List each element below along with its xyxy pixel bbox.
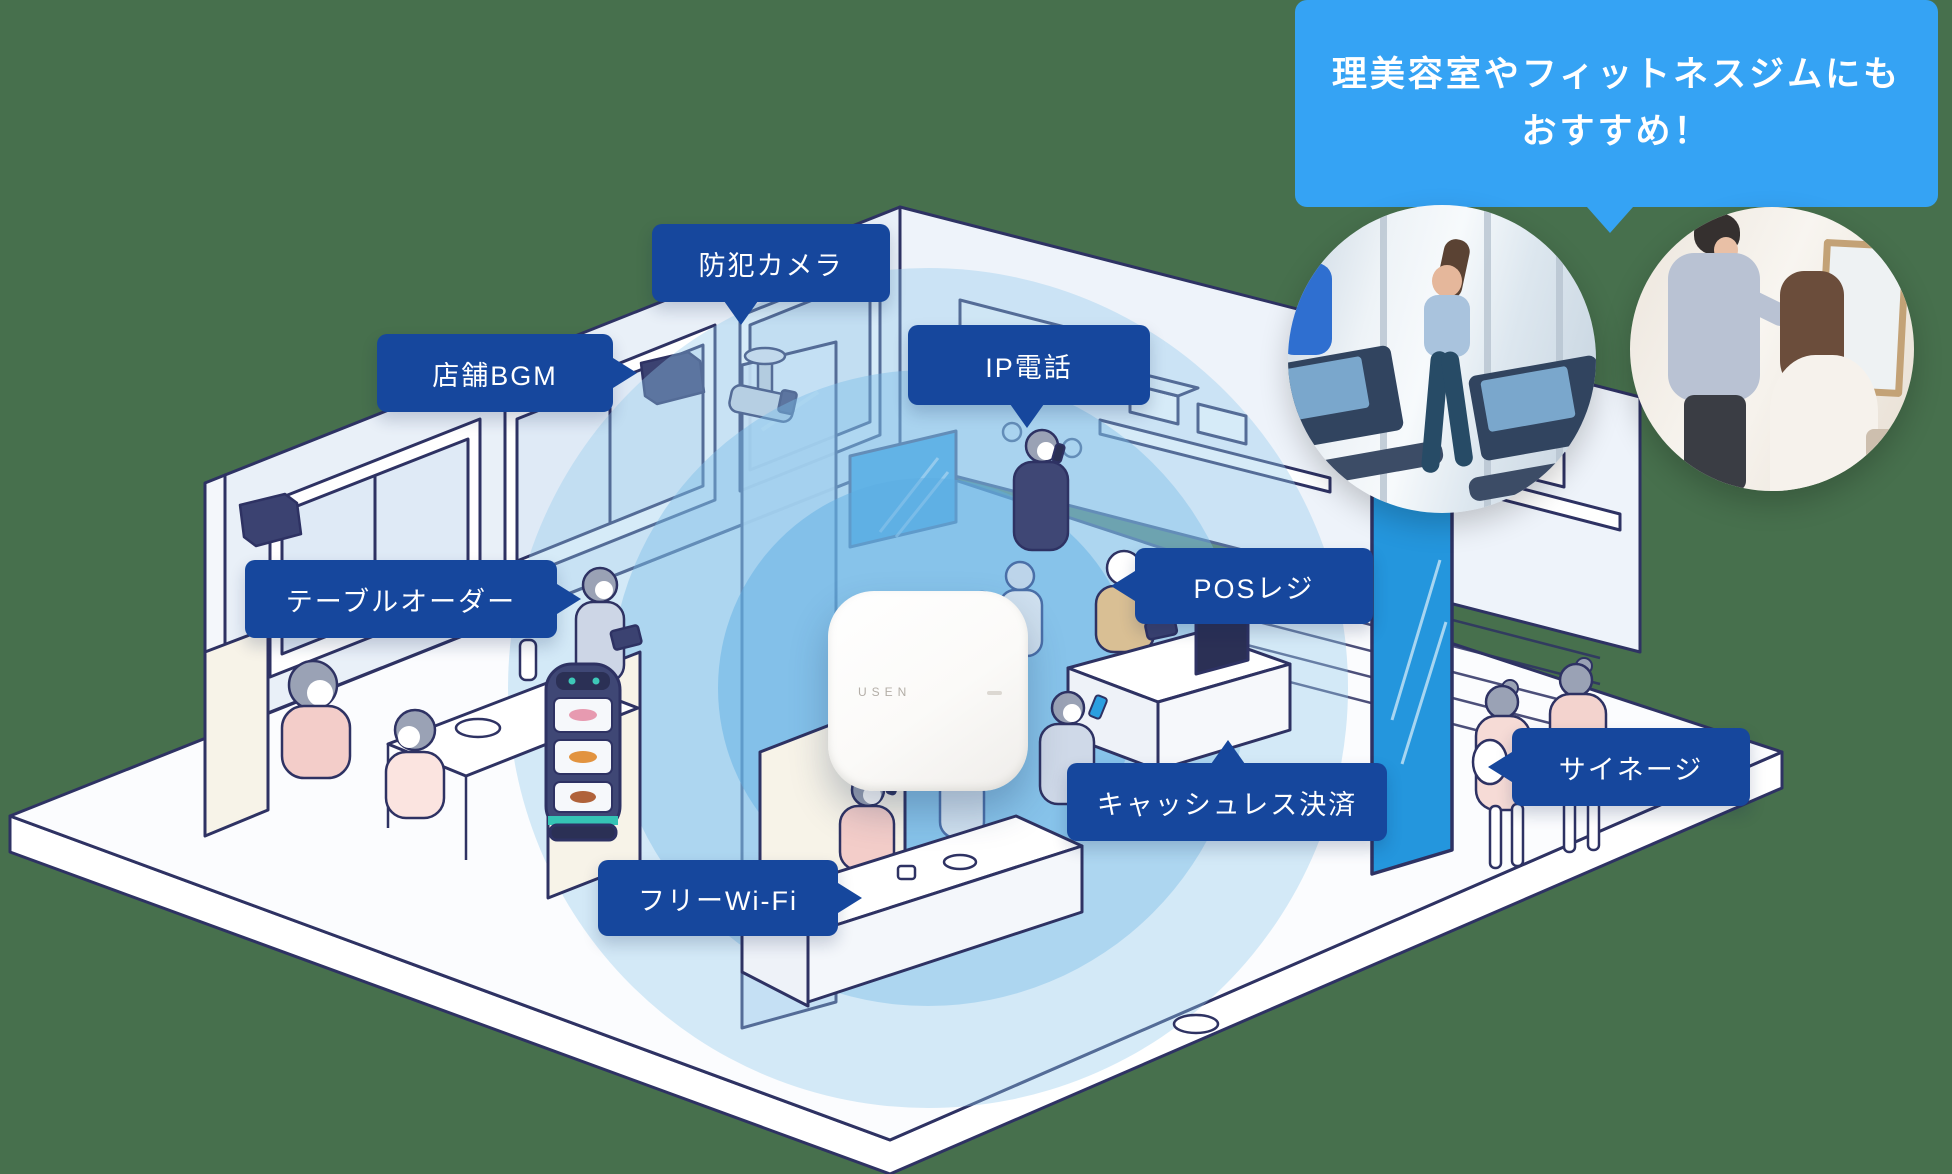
woman-leg bbox=[1440, 350, 1474, 468]
hair-salon-photo bbox=[1630, 207, 1914, 491]
ip-phone-person bbox=[1012, 428, 1070, 552]
label-free-wifi: フリーWi-Fi bbox=[598, 860, 862, 936]
speaker-icon bbox=[639, 350, 706, 406]
salon-chair bbox=[1866, 429, 1914, 491]
woman-top bbox=[1424, 295, 1470, 357]
man-head bbox=[1290, 235, 1320, 265]
recommendation-callout: 理美容室やフィットネスジムにも おすすめ！ bbox=[1295, 0, 1938, 233]
window-frame bbox=[1556, 205, 1563, 513]
tv-screen bbox=[848, 429, 958, 549]
stylist-pants bbox=[1684, 395, 1746, 491]
security-camera bbox=[728, 346, 798, 423]
client-cape bbox=[1770, 355, 1878, 491]
serving-robot bbox=[544, 662, 622, 842]
callout-line2: おすすめ！ bbox=[1521, 111, 1712, 151]
label-table-order: テーブルオーダー bbox=[245, 560, 581, 638]
label-digital-signage: サイネージ bbox=[1488, 728, 1750, 806]
speaker-icon bbox=[238, 492, 303, 548]
usen-access-point: USEN bbox=[828, 591, 1028, 791]
label-ip-phone: IP電話 bbox=[908, 325, 1150, 429]
woman-head bbox=[1432, 265, 1462, 297]
stylist-hoodie bbox=[1668, 253, 1760, 401]
callout-line1: 理美容室やフィットネスジムにも bbox=[1331, 54, 1902, 94]
fitness-gym-photo bbox=[1288, 205, 1596, 513]
label-cashless-payment: キャッシュレス決済 bbox=[1067, 739, 1387, 841]
label-store-bgm: 店舗BGM bbox=[377, 334, 637, 412]
device-led bbox=[987, 691, 1002, 695]
window-frame bbox=[1484, 205, 1491, 513]
man-figure bbox=[1288, 263, 1332, 355]
device-brand-text: USEN bbox=[858, 685, 912, 699]
label-pos-register: POSレジ bbox=[1111, 548, 1373, 624]
label-security-camera: 防犯カメラ bbox=[652, 224, 890, 326]
